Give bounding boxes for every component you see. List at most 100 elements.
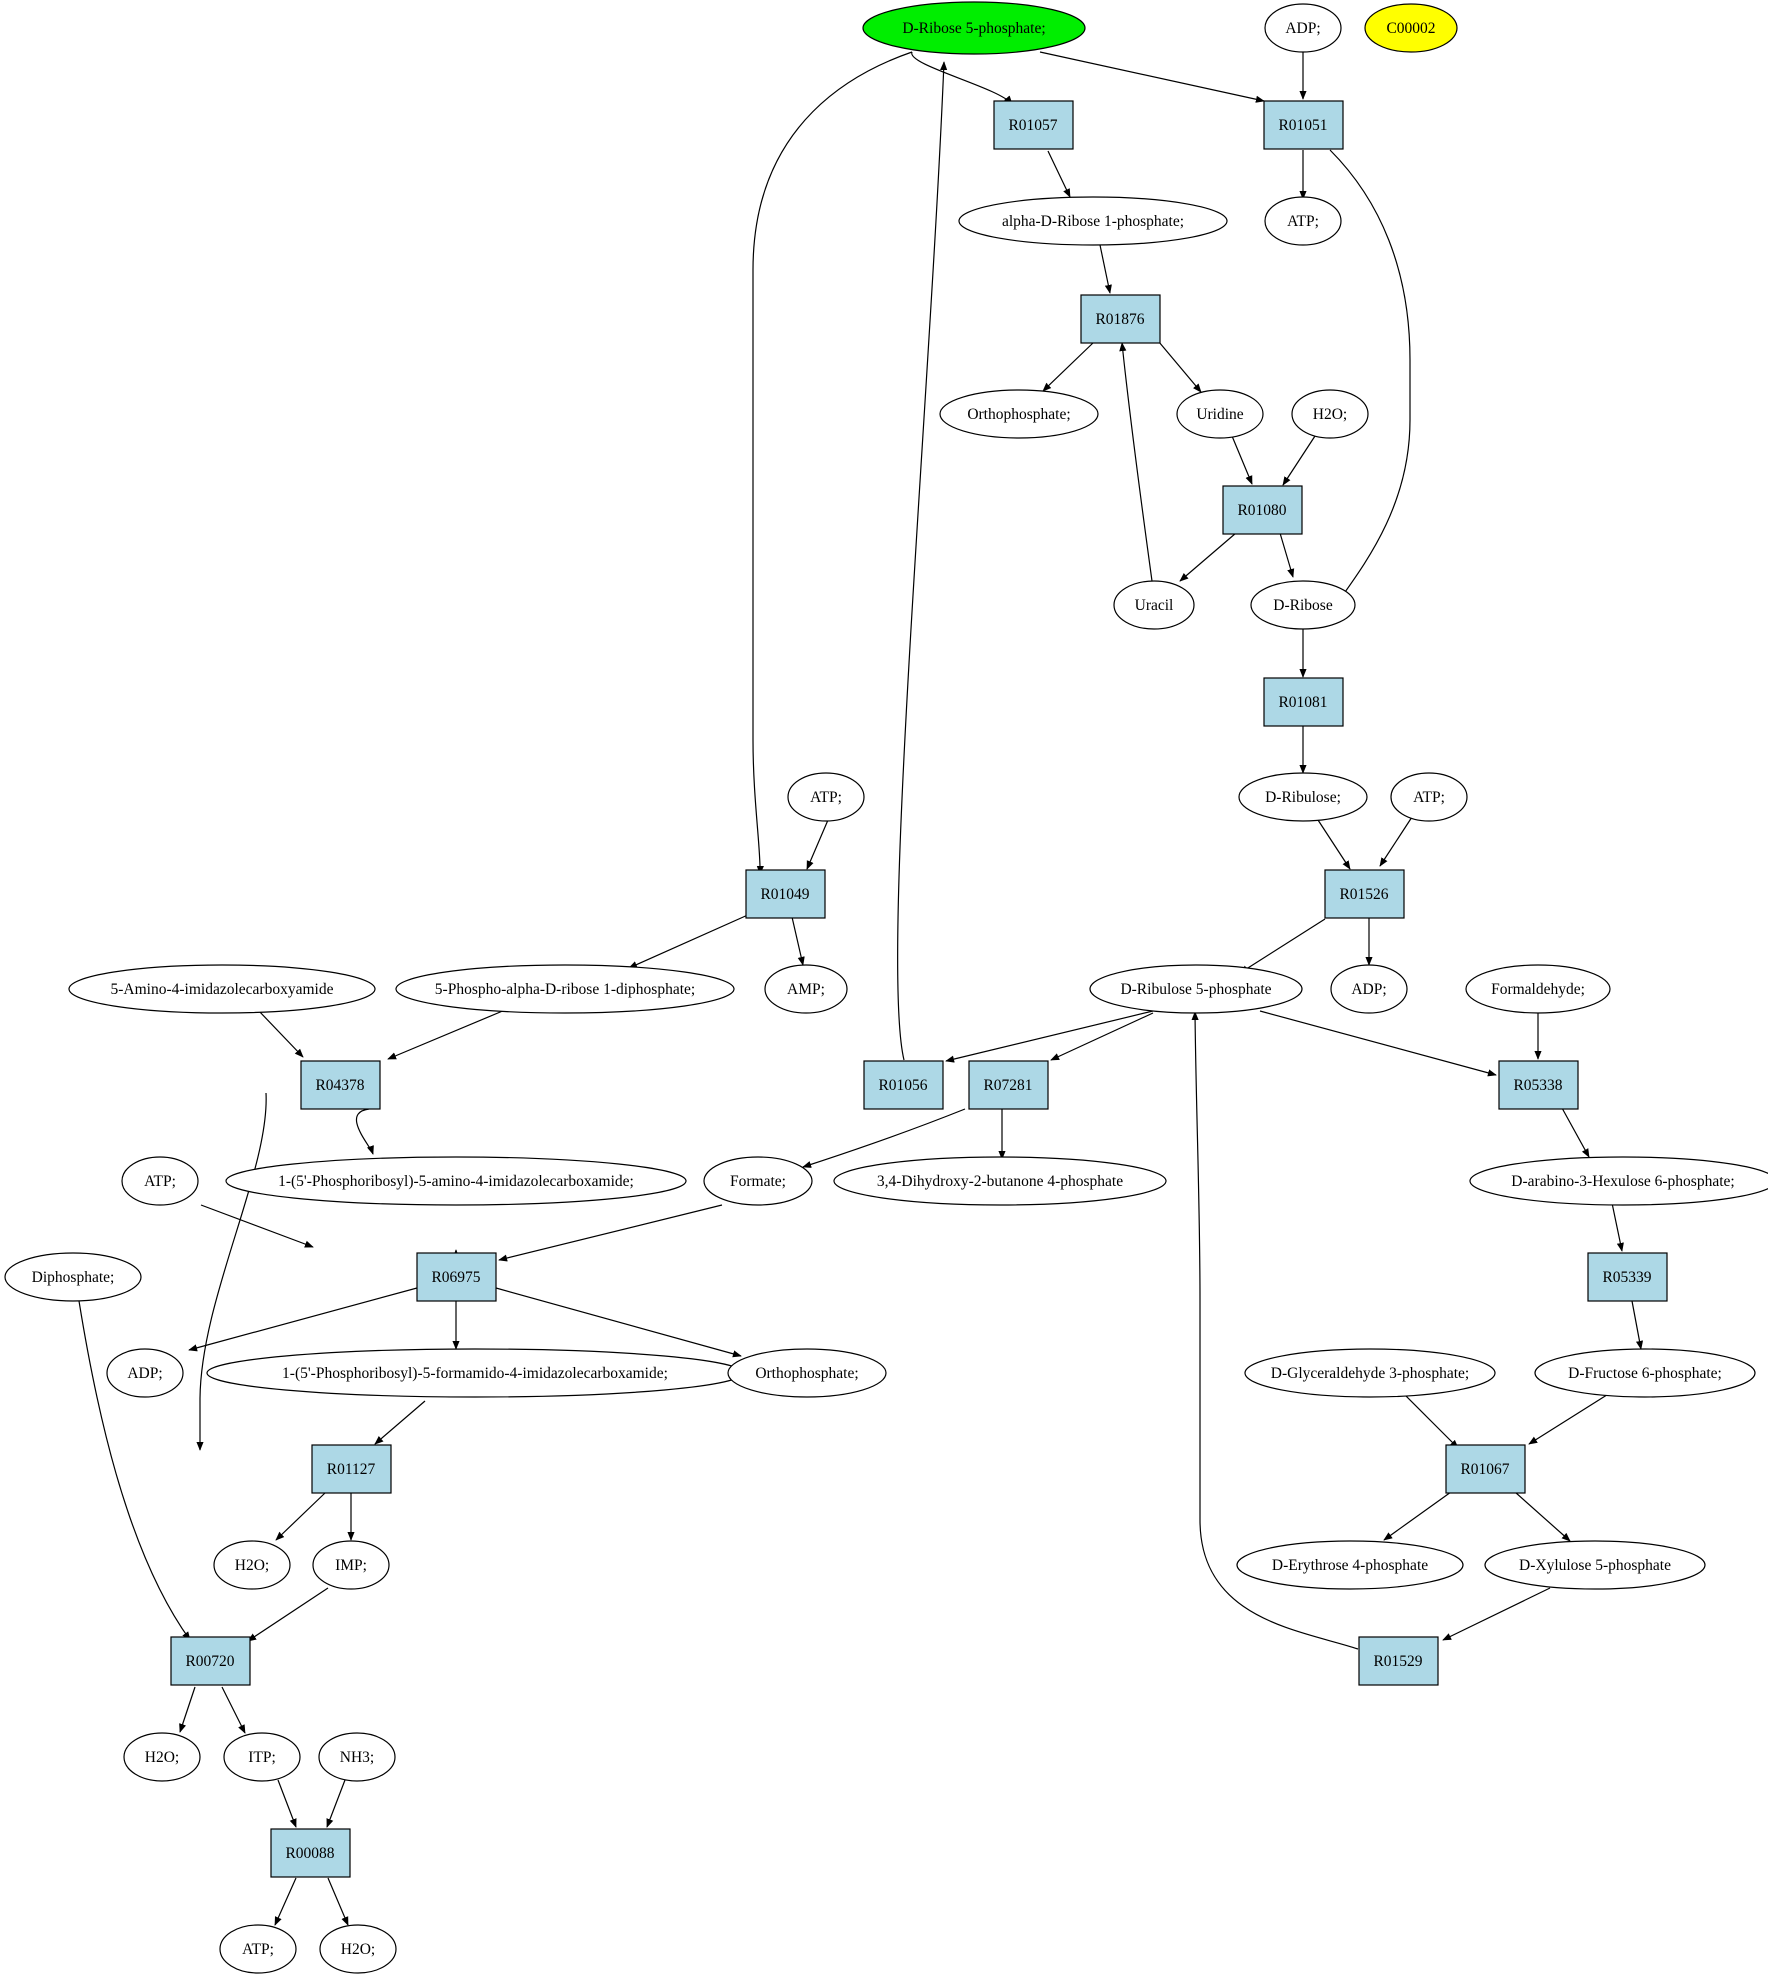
compound-node[interactable]: D-Ribose [1250, 580, 1356, 630]
compound-node[interactable]: H2O; [319, 1924, 397, 1974]
compound-shape [1244, 1348, 1496, 1398]
reaction-node[interactable]: R01051 [1263, 100, 1344, 150]
compound-node[interactable]: Uridine [1176, 389, 1264, 439]
reaction-nodes: R01057 R01051 R01876 R01080 R01081 R0104… [170, 100, 1668, 1878]
edge [355, 1108, 374, 1155]
compound-label: D-Ribulose 5-phosphate [1120, 981, 1271, 998]
reaction-label: R01127 [327, 1461, 376, 1478]
edge [1279, 532, 1295, 578]
reaction-node[interactable]: R07281 [968, 1060, 1049, 1110]
reaction-node[interactable]: R01049 [745, 869, 826, 919]
compound-shape [1236, 1540, 1464, 1590]
compound-label: D-Fructose 6-phosphate; [1568, 1365, 1722, 1382]
compound-shape [1089, 964, 1303, 1014]
compound-node[interactable]: 5-Phospho-alpha-D-ribose 1-diphosphate; [395, 964, 735, 1014]
reaction-node[interactable]: R01081 [1263, 677, 1344, 727]
reaction-node[interactable]: R05339 [1587, 1252, 1668, 1302]
compound-node[interactable]: ATP; [121, 1156, 199, 1206]
compound-node[interactable]: D-Ribose 5-phosphate; [862, 1, 1086, 55]
reaction-node[interactable]: R04378 [300, 1060, 381, 1110]
reaction-node[interactable]: R01127 [311, 1444, 392, 1494]
compound-node[interactable]: H2O; [123, 1732, 201, 1782]
compound-label: 5-Phospho-alpha-D-ribose 1-diphosphate; [435, 981, 695, 998]
reaction-node[interactable]: R01057 [993, 100, 1074, 150]
compound-node[interactable]: Orthophosphate; [939, 389, 1099, 439]
compound-shape [833, 1156, 1167, 1206]
compound-node[interactable]: ATP; [1264, 196, 1342, 246]
compound-node[interactable]: D-Fructose 6-phosphate; [1534, 1348, 1756, 1398]
compound-node[interactable]: D-Ribulose; [1238, 772, 1368, 822]
edge [200, 1204, 314, 1248]
compound-node[interactable]: IMP; [312, 1540, 390, 1590]
edge [1039, 51, 1265, 103]
compound-node[interactable]: Uracil [1113, 580, 1195, 630]
compound-node[interactable]: Formate; [703, 1156, 813, 1206]
reaction-node[interactable]: R05338 [1498, 1060, 1579, 1110]
compound-node[interactable]: D-Glyceraldehyde 3-phosphate; [1244, 1348, 1496, 1398]
compound-label: ITP; [248, 1749, 276, 1766]
reaction-box [270, 1828, 351, 1878]
reaction-box [1498, 1060, 1579, 1110]
compound-label: C00002 [1386, 20, 1435, 37]
compound-label: D-Xylulose 5-phosphate [1519, 1557, 1671, 1574]
edge [1191, 1011, 1359, 1650]
edge [1379, 816, 1413, 867]
reaction-node[interactable]: R00720 [170, 1636, 251, 1686]
compound-node[interactable]: H2O; [1291, 389, 1369, 439]
compound-node[interactable]: Orthophosphate; [727, 1348, 887, 1398]
compound-shape [1364, 3, 1458, 53]
edge [1282, 435, 1316, 486]
compound-shape [319, 1924, 397, 1974]
compound-node[interactable]: alpha-D-Ribose 1-phosphate; [958, 196, 1228, 246]
compound-node[interactable]: Formaldehyde; [1465, 964, 1611, 1014]
compound-node[interactable]: AMP; [764, 964, 848, 1014]
compound-shape [727, 1348, 887, 1398]
reaction-node[interactable]: R00088 [270, 1828, 351, 1878]
reaction-node[interactable]: R01080 [1222, 485, 1303, 535]
compound-node[interactable]: D-Ribulose 5-phosphate [1089, 964, 1303, 1014]
edge [1239, 918, 1326, 974]
compound-shape [1465, 964, 1611, 1014]
reaction-node[interactable]: R06975 [416, 1252, 497, 1302]
reaction-box [300, 1060, 381, 1110]
compound-shape [225, 1156, 687, 1206]
compound-node[interactable]: ATP; [1390, 772, 1468, 822]
edge [196, 1092, 267, 1451]
compound-shape [958, 196, 1228, 246]
compound-node[interactable]: 5-Amino-4-imidazolecarboxyamide [68, 964, 376, 1014]
compound-shape [1534, 1348, 1756, 1398]
compound-shape [1113, 580, 1195, 630]
edge [802, 1108, 966, 1168]
edge [1042, 341, 1095, 392]
reaction-box [993, 100, 1074, 150]
compound-node[interactable]: ADP; [1330, 964, 1408, 1014]
compound-label: ATP; [144, 1173, 176, 1190]
compound-nodes: D-Ribose 5-phosphate; ADP; C00002 alpha-… [4, 1, 1768, 1974]
compound-node[interactable]: H2O; [213, 1540, 291, 1590]
reaction-node[interactable]: R01876 [1080, 294, 1161, 344]
compound-node[interactable]: NH3; [318, 1732, 396, 1782]
reaction-node[interactable]: R01526 [1324, 869, 1405, 919]
compound-node[interactable]: C00002 [1364, 3, 1458, 53]
compound-node[interactable]: 1-(5'-Phosphoribosyl)-5-amino-4-imidazol… [225, 1156, 687, 1206]
compound-node[interactable]: ITP; [223, 1732, 301, 1782]
compound-label: ATP; [1413, 789, 1445, 806]
reaction-node[interactable]: R01067 [1445, 1444, 1526, 1494]
compound-node[interactable]: ATP; [787, 772, 865, 822]
compound-node[interactable]: D-Erythrose 4-phosphate [1236, 1540, 1464, 1590]
compound-node[interactable]: ADP; [1264, 3, 1342, 53]
compound-node[interactable]: ADP; [106, 1348, 184, 1398]
compound-node[interactable]: ATP; [219, 1924, 297, 1974]
compound-shape [123, 1732, 201, 1782]
edge [1329, 149, 1411, 610]
compound-node[interactable]: 3,4-Dihydroxy-2-butanone 4-phosphate [833, 1156, 1167, 1206]
edge [1561, 1107, 1590, 1158]
reaction-node[interactable]: R01529 [1358, 1636, 1439, 1686]
reaction-node[interactable]: R01056 [863, 1060, 944, 1110]
compound-node[interactable]: D-Xylulose 5-phosphate [1484, 1540, 1706, 1590]
compound-node[interactable]: Diphosphate; [4, 1252, 142, 1302]
edge [274, 1877, 297, 1926]
compound-node[interactable]: 1-(5'-Phosphoribosyl)-5-formamido-4-imid… [206, 1348, 744, 1398]
compound-node[interactable]: D-arabino-3-Hexulose 6-phosphate; [1469, 1156, 1768, 1206]
